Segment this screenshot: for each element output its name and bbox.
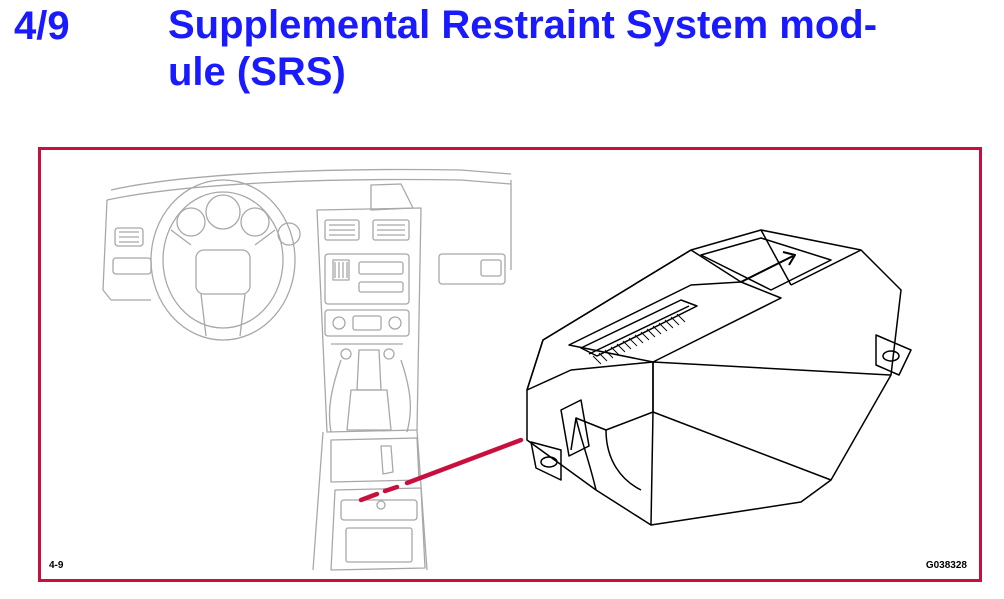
srs-module-drawing xyxy=(526,229,912,526)
location-leader-line xyxy=(358,437,524,503)
figure-frame: 4-9 G038328 xyxy=(38,147,982,582)
figure-number-label: 4-9 xyxy=(49,560,64,571)
srs-location-illustration xyxy=(102,168,912,571)
page-title: Supplemental Restraint System mod- ule (… xyxy=(168,2,998,96)
page-title-line-1: Supplemental Restraint System mod- xyxy=(168,3,878,47)
page-title-line-2: ule (SRS) xyxy=(168,50,346,94)
dashboard-drawing xyxy=(102,168,512,571)
figure-code-label: G038328 xyxy=(925,560,967,571)
section-number: 4/9 xyxy=(14,4,70,48)
